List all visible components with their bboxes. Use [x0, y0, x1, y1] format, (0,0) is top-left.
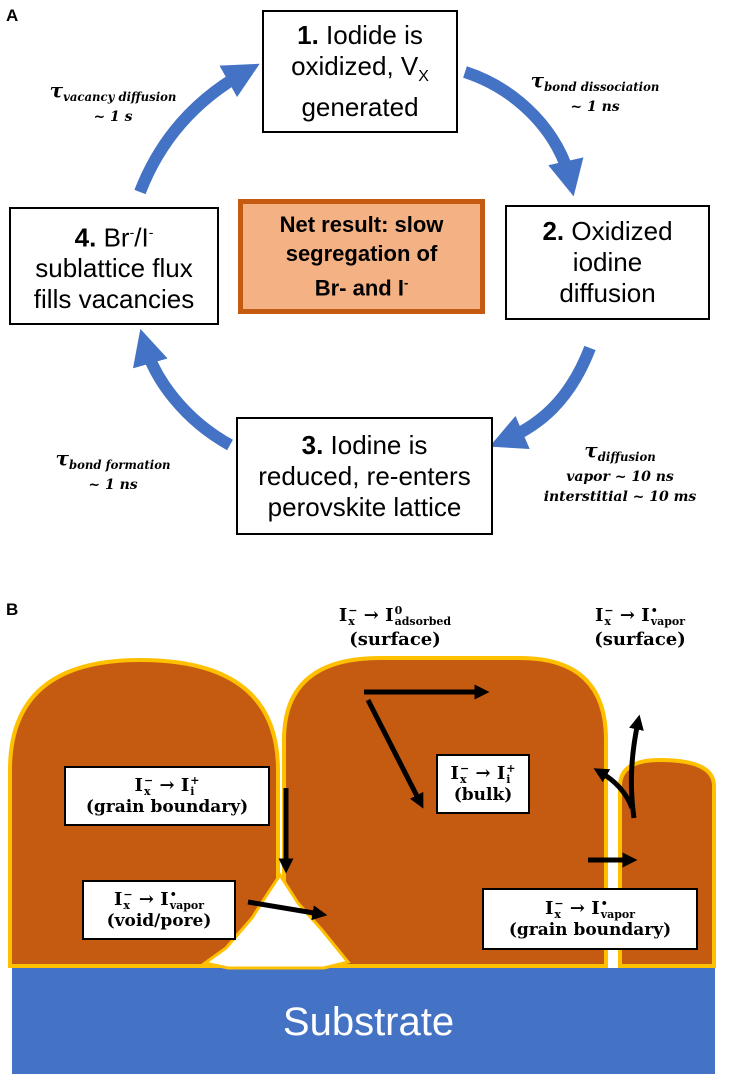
tau-bond-dissociation: τbond dissociation ~ 1 ns: [530, 68, 660, 115]
step2-line2: iodine: [572, 247, 643, 277]
step3-box: 3. Iodine is reduced, re-enters perovski…: [236, 417, 493, 535]
step2-box: 2. Oxidized iodine diffusion: [505, 205, 710, 320]
step1-line2: oxidized, V: [291, 50, 419, 81]
step4-line1a: Br: [103, 222, 130, 253]
step1-number: 1.: [297, 19, 319, 50]
eq-surface-vapor: I−x → I•vapor (surface): [594, 604, 686, 650]
panel-b-label: B: [6, 600, 19, 619]
step3-line2: reduced, re-enters: [258, 460, 471, 491]
step3-number: 3.: [301, 429, 324, 460]
step1-vacancy-subscript: X: [418, 68, 429, 86]
step2-line1: Oxidized: [571, 216, 673, 246]
tau-bond-formation: τbond formation ~ 1 ns: [55, 446, 171, 493]
step2-line3: diffusion: [559, 278, 656, 308]
net-result-line3: Br- and I: [314, 275, 404, 301]
step3-line3: perovskite lattice: [267, 491, 462, 522]
step2-number: 2.: [542, 216, 565, 246]
cycle-arrows: [132, 63, 596, 451]
arrow-surface-vapor: [628, 714, 644, 819]
step4-line3: fills vacancies: [33, 284, 195, 315]
step1-line3: generated: [301, 92, 419, 123]
substrate: [12, 968, 715, 1074]
substrate-label: Substrate: [282, 1000, 455, 1044]
step4-line1b: /I: [134, 222, 149, 253]
panel-a-label: A: [6, 6, 19, 25]
step3-line1: Iodine is: [330, 429, 428, 460]
step1-box: 1. Iodide is oxidized, VX generated: [262, 10, 458, 133]
arrow-bulk: [365, 698, 424, 809]
step4-box: 4. Br-/I- sublattice flux fills vacancie…: [9, 207, 219, 325]
arrow-step3-to-step4: [132, 328, 233, 451]
eq-grain-boundary-box: I−x → I+i (grain boundary): [64, 766, 270, 826]
arrow-surface-vapor-curl: [593, 768, 635, 809]
net-result-box: Net result: slow segregation of Br- and …: [238, 199, 485, 314]
step4-line2: sublattice flux: [35, 253, 193, 284]
step4-number: 4.: [74, 222, 97, 253]
arrow-step2-to-step3: [489, 345, 596, 449]
tau-vacancy-diffusion: τvacancy diffusion ~ 1 s: [49, 78, 177, 125]
arrow-void: [247, 899, 328, 921]
arrow-step1-to-step2: [463, 66, 584, 197]
net-result-line1: Net result: slow: [279, 212, 444, 238]
eq-bulk-box: I−x → I+i (bulk): [436, 754, 530, 814]
tau-diffusion: τdiffusion vapor ~ 10 ns interstitial ~ …: [543, 438, 697, 505]
net-result-line2: segregation of: [285, 241, 438, 267]
eq-void-box: I−x → I•vapor (void/pore): [82, 880, 236, 940]
eq-vapor-grain-boundary-box: I−x → I•vapor (grain boundary): [482, 888, 698, 950]
arrow-step4-to-step1: [134, 63, 260, 195]
void-pore: [201, 872, 351, 970]
step1-line1: Iodide is: [326, 19, 423, 50]
